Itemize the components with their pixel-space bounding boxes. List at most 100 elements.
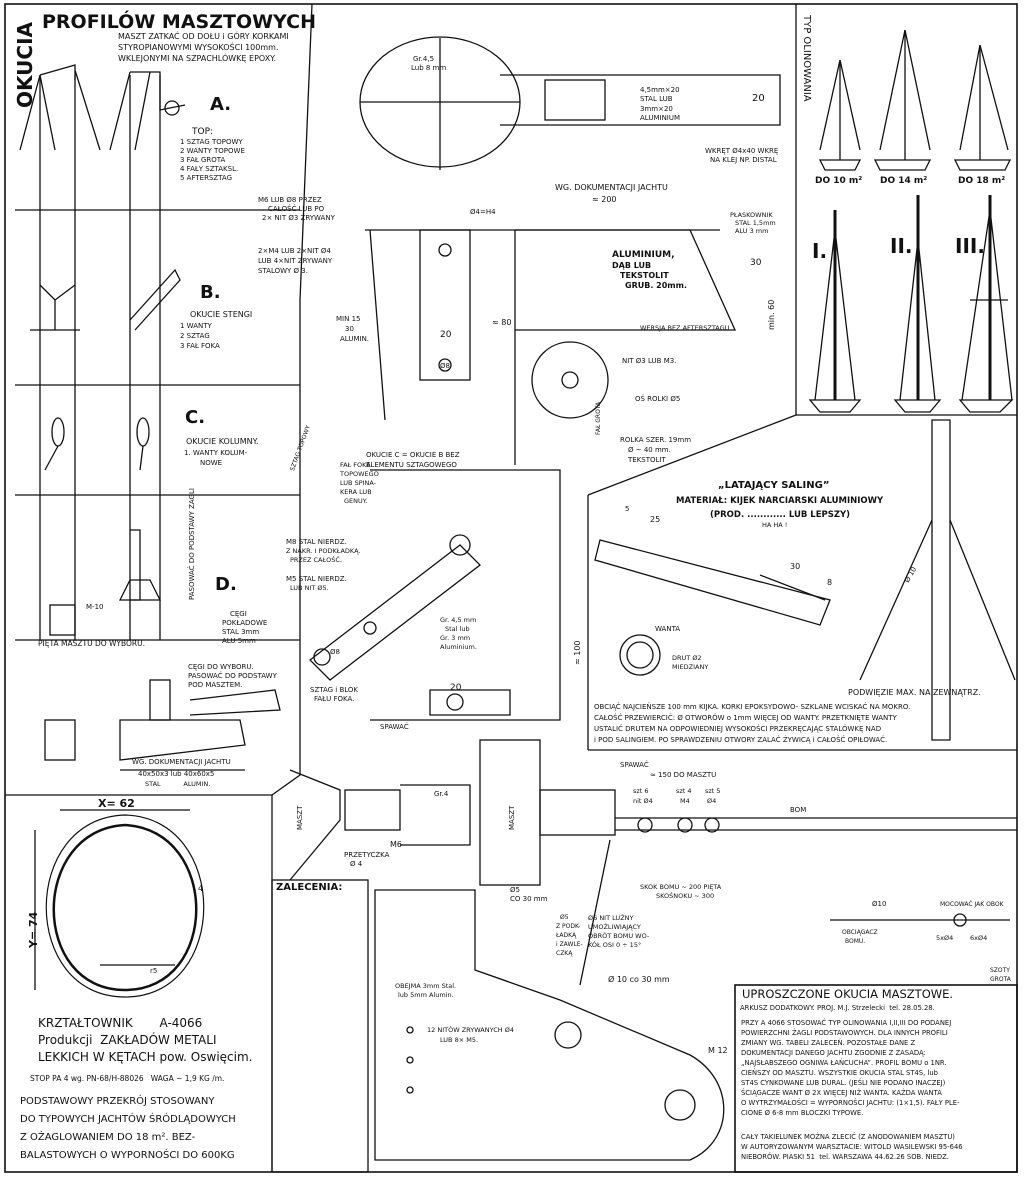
mid-dim100: ≈ 100: [573, 640, 582, 665]
simplified-footer-2: W AUTORYZOWANYM WARSZTACIE: WITOLD WASIL…: [741, 1143, 963, 1151]
top-aluminium-2: DĄB LUB: [612, 261, 652, 270]
top-fal-grota: FAŁ GROTA: [595, 401, 602, 435]
top-dim-20: 20: [752, 93, 765, 104]
bottom-left-4: BALASTOWYCH O WYPORNOŚCI DO 600KG: [20, 1150, 235, 1161]
section-d-cegi-4: ALU 5mm: [222, 637, 256, 645]
mid-m5-2: LUB NIT Ø5.: [290, 584, 329, 592]
top-min15-1: MIN 15: [336, 315, 361, 323]
top-nit: NIT Ø3 LUB M3.: [622, 357, 677, 365]
boom-szt-1: szt 6: [633, 787, 649, 795]
mid-dim20: 20: [450, 683, 462, 693]
section-x-label: X= 62: [98, 797, 135, 810]
section-b-item-3: 3 FAŁ FOKA: [180, 342, 220, 350]
section-a-item-1: 1 SZTAG TOPOWY: [180, 138, 243, 146]
top-material-1: 4,5mm×20: [640, 86, 680, 94]
top-aluminium-4: GRUB. 20mm.: [625, 281, 687, 290]
boom-d5b-3: ŁADKĄ: [556, 932, 577, 939]
krztaltownik-line3: LEKKICH W KĘTACH pow. Oswięcim.: [38, 1050, 253, 1064]
section-d-letter: D.: [215, 574, 237, 595]
saling-podwiezie: PODWIĘZIE MAX. NA ZEWNĄTRZ.: [848, 688, 981, 697]
mast-plate: [374, 889, 725, 1161]
saling-material-2: (PROD. ............ LUB LEPSZY): [710, 510, 851, 520]
section-a-item-2: 2 WANTY TOPOWE: [180, 147, 245, 155]
krztaltownik-stop: STOP PA 4 wg. PN-68/H-88026 WAGA ~ 1,9 K…: [30, 1074, 225, 1083]
boom-spawac-left: SPAWAĆ: [380, 723, 409, 731]
saling-wanta: WANTA: [655, 625, 681, 633]
section-b-item-2: 2 SZTAG: [180, 332, 210, 340]
boom-przetyczka-2: Ø 4: [350, 860, 363, 868]
top-d4h4: Ø4=H4: [470, 208, 496, 216]
rig-roman-2: II.: [890, 234, 913, 258]
simplified-body-5: „NAJSŁABSZEGO OGNIWA ŁAŃCUCHA”. PROFIL B…: [741, 1059, 947, 1067]
rig-type-masts: [808, 195, 1014, 413]
mid-gr-1: Gr. 4,5 mm: [440, 616, 477, 624]
section-c-item-2: NOWE: [200, 459, 223, 467]
top-aluminium-3: TEKSTOLIT: [620, 271, 669, 280]
mast-note-1: MASZT ZATKAĆ OD DOŁU i GÓRY KORKAMI: [118, 32, 289, 41]
top-plaskownik-2: STAL 1,5mm: [735, 219, 776, 227]
side-title: OKUCIA: [13, 22, 37, 108]
section-a-item-3: 3 FAŁ GROTA: [180, 156, 226, 164]
top-gr-1: Gr.4,5: [413, 55, 435, 63]
divider-saling: [587, 414, 797, 496]
simplified-title: UPROSZCZONE OKUCIA MASZTOWE.: [742, 987, 954, 1001]
boom-d6-1: Ø6 NIT LUŹNY: [588, 914, 634, 922]
saling-dim-8: 8: [827, 578, 833, 587]
section-d-vertical-label: PASOWAĆ DO PODSTAWY ZAGLI: [188, 488, 196, 600]
boom-d6-4: KÓŁ OSI 0 ÷ 15°: [588, 941, 642, 949]
boom-d5b-4: i ZAWLE-: [556, 941, 583, 948]
top-wersja: WERSJA BEZ AFTERSZTAGU: [640, 324, 730, 332]
divider-left-region: [5, 3, 313, 796]
saling-drut-2: MIEDZIANY: [672, 663, 709, 671]
rig-types-title: TYP OLINOWANIA: [801, 15, 812, 102]
boom-spawac-right: SPAWAĆ: [620, 761, 649, 769]
top-material-3: 3mm×20: [640, 105, 673, 113]
bottom-left-3: Z OŻAGLOWANIEM DO 18 m². BEZ-: [20, 1132, 196, 1143]
saling-dim-5: 5: [625, 505, 630, 513]
top-dim80: ≈ 80: [492, 318, 512, 327]
top-fitting-drawing: [359, 36, 781, 465]
top-dim30: 30: [750, 258, 762, 268]
top-m6-3: 2× NIT Ø3 ZRYWANY: [262, 214, 335, 222]
mast-section-c: [15, 417, 300, 496]
top-dim20b: 20: [440, 330, 452, 340]
mid-m8-3: PRZEZ CAŁOŚĆ.: [290, 556, 342, 564]
simplified-body-8: ŚCIĄGACZE WANT Ø 2X WIĘCEJ NIŻ WANTA. KA…: [741, 1089, 942, 1097]
section-c-heading: OKUCIE KOLUMNY.: [186, 437, 259, 446]
plate-m12: M 12: [708, 1046, 728, 1055]
cegi-note-2: PASOWAĆ DO PODSTAWY: [188, 672, 277, 680]
main-title: PROFILÓW MASZTOWYCH: [42, 11, 316, 33]
section-d-m10: M-10: [86, 603, 104, 611]
mid-m8-1: M8 STAL NIERDZ.: [286, 538, 347, 546]
boom-size-2: 6xØ4: [970, 934, 988, 942]
foot-stal-alumin: STAL ALUMIN.: [145, 780, 211, 788]
section-b-letter: B.: [200, 282, 221, 303]
boom-skok-1: SKOK BOMU ~ 200 PIĘTA: [640, 883, 722, 891]
boom-m6: M6: [390, 840, 402, 849]
krztaltownik-line1: KRZTAŁTOWNIK A-4066: [38, 1016, 203, 1030]
cegi-note-1: CĘGI DO WYBORU.: [188, 663, 254, 671]
saling-title: „LATAJĄCY SALING”: [718, 480, 830, 491]
boom-maszt-left: MASZT: [296, 805, 304, 830]
simplified-body-1: PRZY A 4066 STOSOWAĆ TYP OLINOWANIA I,II…: [741, 1019, 952, 1027]
rig-roman-3: III.: [955, 234, 985, 258]
section-a-letter: A.: [210, 94, 232, 115]
saling-note-2: CAŁOŚĆ PRZEWIERCIĆ: Ø OTWORÓW o 1mm WIĘC…: [594, 714, 897, 722]
middle-fitting-drawing: [309, 469, 561, 721]
boom-d5b-1: Ø5: [560, 914, 569, 921]
top-m6-1: M6 LUB Ø8 PRZEZ: [258, 196, 322, 204]
top-rolka-1: ROLKA SZER. 19mm: [620, 436, 692, 444]
top-fal-foka-2: TOPOWEGO: [340, 470, 379, 478]
mid-gr-4: Aluminium.: [440, 643, 477, 651]
top-m4-2: LUB 4×NIT ZRYWANY: [258, 257, 333, 265]
saling-material-1: MATERIAŁ: KIJEK NARCIARSKI ALUMINIOWY: [676, 496, 884, 506]
top-wkret-1: WKRĘT Ø4x40 WKRĘ: [705, 147, 779, 155]
top-wg-dok: WG. DOKUMENTACJI JACHTU: [555, 183, 668, 192]
top-m4-1: 2×M4 LUB 2×NIT Ø4: [258, 247, 331, 255]
saling-dim-30: 30: [790, 562, 801, 571]
section-r5: r5: [150, 967, 158, 975]
boom-nit-1: nit Ø4: [633, 797, 653, 805]
saling-note-1: OBCIĄĆ NAJCIEŃSZE 100 mm KIJKA. KORKI EP…: [594, 703, 911, 711]
boom-mocowac: MOCOWAĆ JAK OBOK: [940, 901, 1004, 908]
simplified-footer-3: NIEBORÓW. PIASKI 51 tel. WARSZAWA 44.62.…: [741, 1153, 949, 1161]
